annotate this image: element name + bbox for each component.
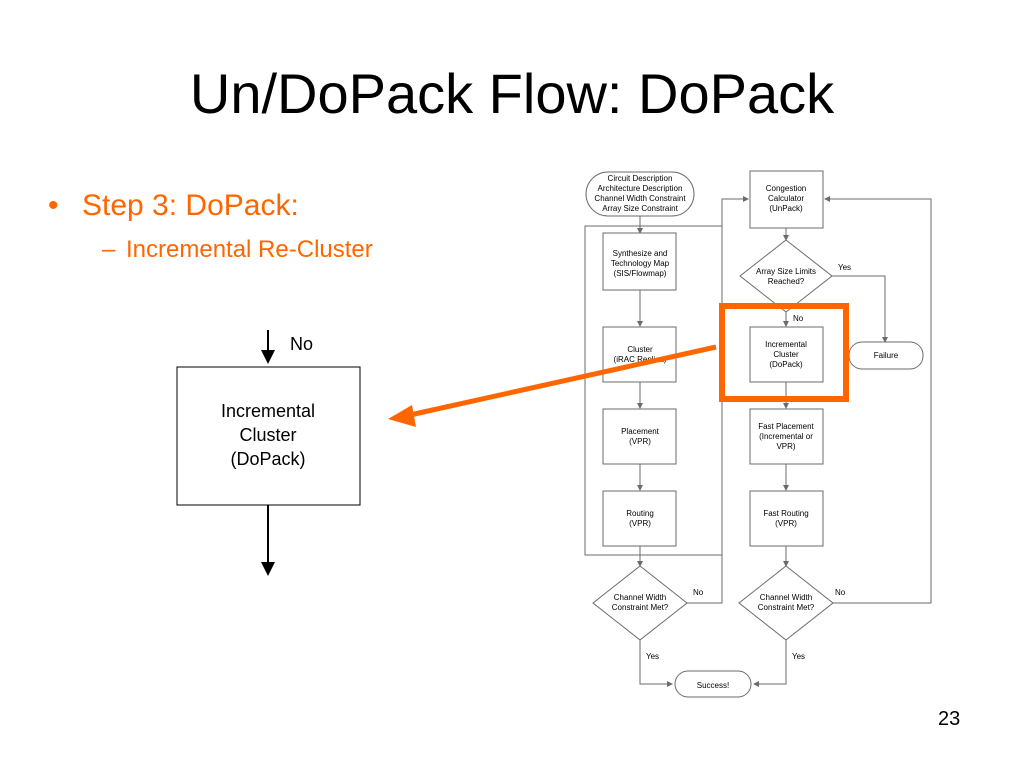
synth-line-2: Technology Map: [611, 259, 670, 268]
cluster-line-2: (iRAC Replica): [614, 355, 667, 364]
array-decision-diamond: [739, 239, 833, 313]
array-decision-line-2: Reached?: [768, 277, 805, 286]
bullet-text: Incremental Re-Cluster: [126, 236, 373, 263]
page-number: 23: [938, 708, 961, 730]
fast-placement-line-2: (Incremental or: [759, 432, 813, 441]
highlight-box: [719, 303, 849, 402]
routing-line-2: (VPR): [629, 519, 651, 528]
left-decision-line-2: Constraint Met?: [612, 603, 669, 612]
input-line-2: Architecture Description: [598, 184, 683, 193]
array-no-label: No: [793, 314, 804, 323]
synth-line-3: (SIS/Flowmap): [614, 269, 667, 278]
right-no-path: [824, 196, 932, 604]
cluster-line-1: Cluster: [627, 345, 653, 354]
right-yes-path: [753, 640, 787, 687]
bullet-incremental: –Incremental Re-Cluster: [102, 236, 373, 264]
slide-title: Un/DoPack Flow: DoPack: [189, 62, 835, 125]
congestion-line-2: Calculator: [768, 194, 804, 203]
pointer-arrow-shaft: [409, 344, 717, 418]
big-box-line-2: Cluster: [239, 425, 296, 445]
right-decision-line-1: Channel Width: [760, 593, 812, 602]
bullet-step3: • Step 3: DoPack:: [48, 189, 299, 223]
input-line-4: Array Size Constraint: [602, 204, 678, 213]
fast-routing-box: [749, 490, 824, 547]
synth-box: [602, 232, 677, 291]
big-box-line-1: Incremental: [221, 401, 315, 421]
cluster-box: [602, 326, 677, 383]
array-yes-path: [832, 275, 888, 343]
congestion-line-3: (UnPack): [769, 204, 803, 213]
congestion-box: [749, 170, 824, 229]
input-line-1: Circuit Description: [608, 174, 673, 183]
fast-routing-line-1: Fast Routing: [763, 509, 808, 518]
inc-cluster-big-box: [176, 366, 361, 506]
failure-label: Failure: [874, 351, 899, 360]
left-yes-path: [639, 640, 673, 687]
left-yes-label: Yes: [646, 652, 659, 661]
routing-box: [602, 490, 677, 547]
right-no-label: No: [835, 588, 846, 597]
routing-line-1: Routing: [626, 509, 654, 518]
flowchart: [584, 170, 932, 698]
array-decision-line-1: Array Size Limits: [756, 267, 816, 276]
inc-cluster-box: [749, 326, 824, 383]
success-terminal: [674, 670, 752, 698]
pointer-arrow-head: [388, 405, 416, 427]
bullet-text: Step 3: DoPack:: [82, 189, 299, 222]
bullet-marker: –: [102, 236, 116, 263]
fast-placement-line-1: Fast Placement: [758, 422, 814, 431]
array-yes-label: Yes: [838, 263, 851, 272]
inc-cluster-line-1: Incremental: [765, 340, 807, 349]
zoom-detail: No Incremental Cluster (DoPack): [176, 330, 361, 576]
congestion-line-1: Congestion: [766, 184, 806, 193]
fast-routing-line-2: (VPR): [775, 519, 797, 528]
success-label: Success!: [697, 681, 729, 690]
inc-cluster-line-3: (DoPack): [769, 360, 803, 369]
left-no-label: No: [693, 588, 704, 597]
right-yes-label: Yes: [792, 652, 805, 661]
synth-line-1: Synthesize and: [613, 249, 668, 258]
input-line-3: Channel Width Constraint: [594, 194, 686, 203]
left-decision-line-1: Channel Width: [614, 593, 666, 602]
fast-placement-line-3: VPR): [776, 442, 795, 451]
placement-box: [602, 408, 677, 465]
fast-placement-box: [749, 408, 824, 465]
edge-label-no: No: [290, 334, 313, 354]
bullet-marker: •: [48, 189, 59, 222]
placement-line-1: Placement: [621, 427, 660, 436]
right-decision-line-2: Constraint Met?: [758, 603, 815, 612]
placement-line-2: (VPR): [629, 437, 651, 446]
flowchart-labels: Circuit Description Architecture Descrip…: [594, 174, 898, 690]
big-box-line-3: (DoPack): [230, 449, 305, 469]
inc-cluster-line-2: Cluster: [773, 350, 799, 359]
